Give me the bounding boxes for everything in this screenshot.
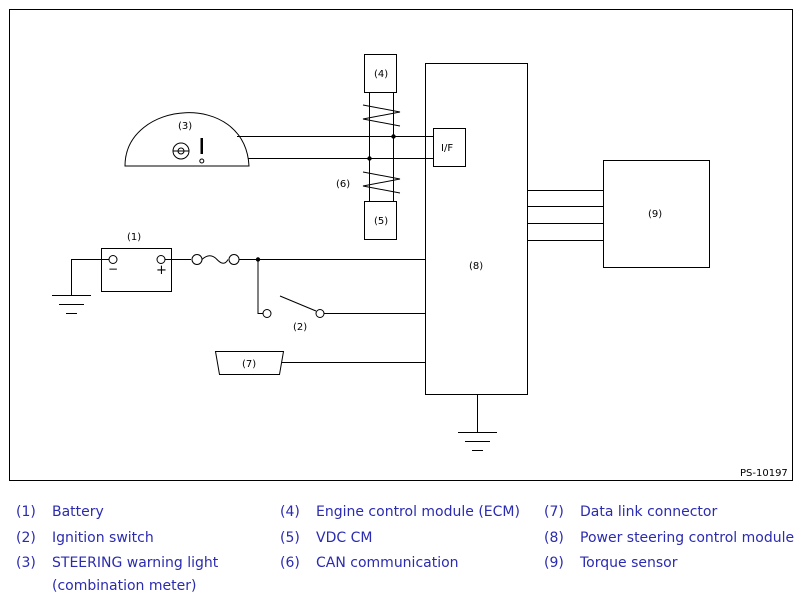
- battery-ground-wire: [71, 259, 109, 295]
- legend-text: (combination meter): [52, 578, 197, 594]
- warning-mark-icon: [200, 138, 203, 154]
- legend-text: Ignition switch: [52, 530, 154, 546]
- junction-dot: [391, 134, 396, 139]
- legend-number: (1): [16, 504, 36, 520]
- wiring-diagram: (1) − + (2) (3) (4) (5) (6) (7) (8) (9) …: [9, 9, 793, 481]
- can-twist-upper: [362, 104, 401, 127]
- legend-text: Battery: [52, 504, 104, 520]
- can-twist-lower: [362, 171, 401, 194]
- legend-text: Torque sensor: [580, 555, 678, 571]
- legend-number: (6): [280, 555, 300, 571]
- ecm-box: [364, 54, 397, 93]
- label-battery: (1): [127, 232, 141, 243]
- legend-item: (5) VDC CM: [280, 529, 372, 547]
- legend-item: (2) Ignition switch: [16, 529, 154, 547]
- label-battery-plus: +: [156, 263, 167, 278]
- legend-text: STEERING warning light: [52, 555, 219, 571]
- legend-number: (4): [280, 504, 300, 520]
- legend: (1) Battery (2) Ignition switch (3) STEE…: [0, 498, 803, 603]
- junction-dot: [367, 156, 372, 161]
- label-interface: I/F: [441, 143, 453, 154]
- label-warning-light: (3): [178, 121, 192, 132]
- figure-code: PS-10197: [740, 468, 788, 479]
- power-steering-control-module-box: [425, 63, 528, 395]
- data-link-connector-shape: [214, 351, 285, 375]
- label-data-link: (7): [242, 359, 256, 370]
- legend-item-continuation: (combination meter): [52, 577, 196, 595]
- torque-sensor-box: [603, 160, 710, 268]
- interface-box: [433, 128, 466, 167]
- junction-dot: [255, 257, 261, 262]
- legend-item: (3) STEERING warning light: [16, 554, 218, 572]
- diagram-frame: [9, 9, 793, 481]
- ignition-switch-lever: [279, 295, 317, 312]
- legend-number: (5): [280, 530, 300, 546]
- label-torque-sensor: (9): [648, 209, 662, 220]
- legend-number: (2): [16, 530, 36, 546]
- ignition-branch-wire: [257, 259, 263, 314]
- legend-item: (4) Engine control module (ECM): [280, 503, 520, 521]
- legend-item: (8) Power steering control module: [544, 529, 794, 547]
- legend-number: (8): [544, 530, 564, 546]
- label-battery-minus: −: [108, 262, 118, 276]
- fuse-terminal-right: [228, 254, 240, 265]
- legend-item: (9) Torque sensor: [544, 554, 677, 572]
- combination-meter-shape: [124, 112, 250, 167]
- vdc-cm-box: [364, 201, 397, 240]
- fuse-terminal-left: [191, 254, 203, 265]
- label-ps-module: (8): [469, 261, 483, 272]
- fuse-symbol: [201, 255, 229, 264]
- legend-item: (7) Data link connector: [544, 503, 717, 521]
- legend-text: Data link connector: [580, 504, 718, 520]
- legend-text: CAN communication: [316, 555, 459, 571]
- label-ecm: (4): [374, 69, 388, 80]
- legend-text: Power steering control module: [580, 530, 795, 546]
- legend-number: (7): [544, 504, 564, 520]
- legend-number: (9): [544, 555, 564, 571]
- label-vdc-cm: (5): [374, 216, 388, 227]
- legend-number: (3): [16, 555, 36, 571]
- label-ignition-switch: (2): [293, 322, 307, 333]
- legend-item: (6) CAN communication: [280, 554, 459, 572]
- battery-box: [101, 248, 172, 292]
- label-can: (6): [336, 179, 350, 190]
- legend-text: VDC CM: [316, 530, 373, 546]
- legend-text: Engine control module (ECM): [316, 504, 520, 520]
- legend-item: (1) Battery: [16, 503, 104, 521]
